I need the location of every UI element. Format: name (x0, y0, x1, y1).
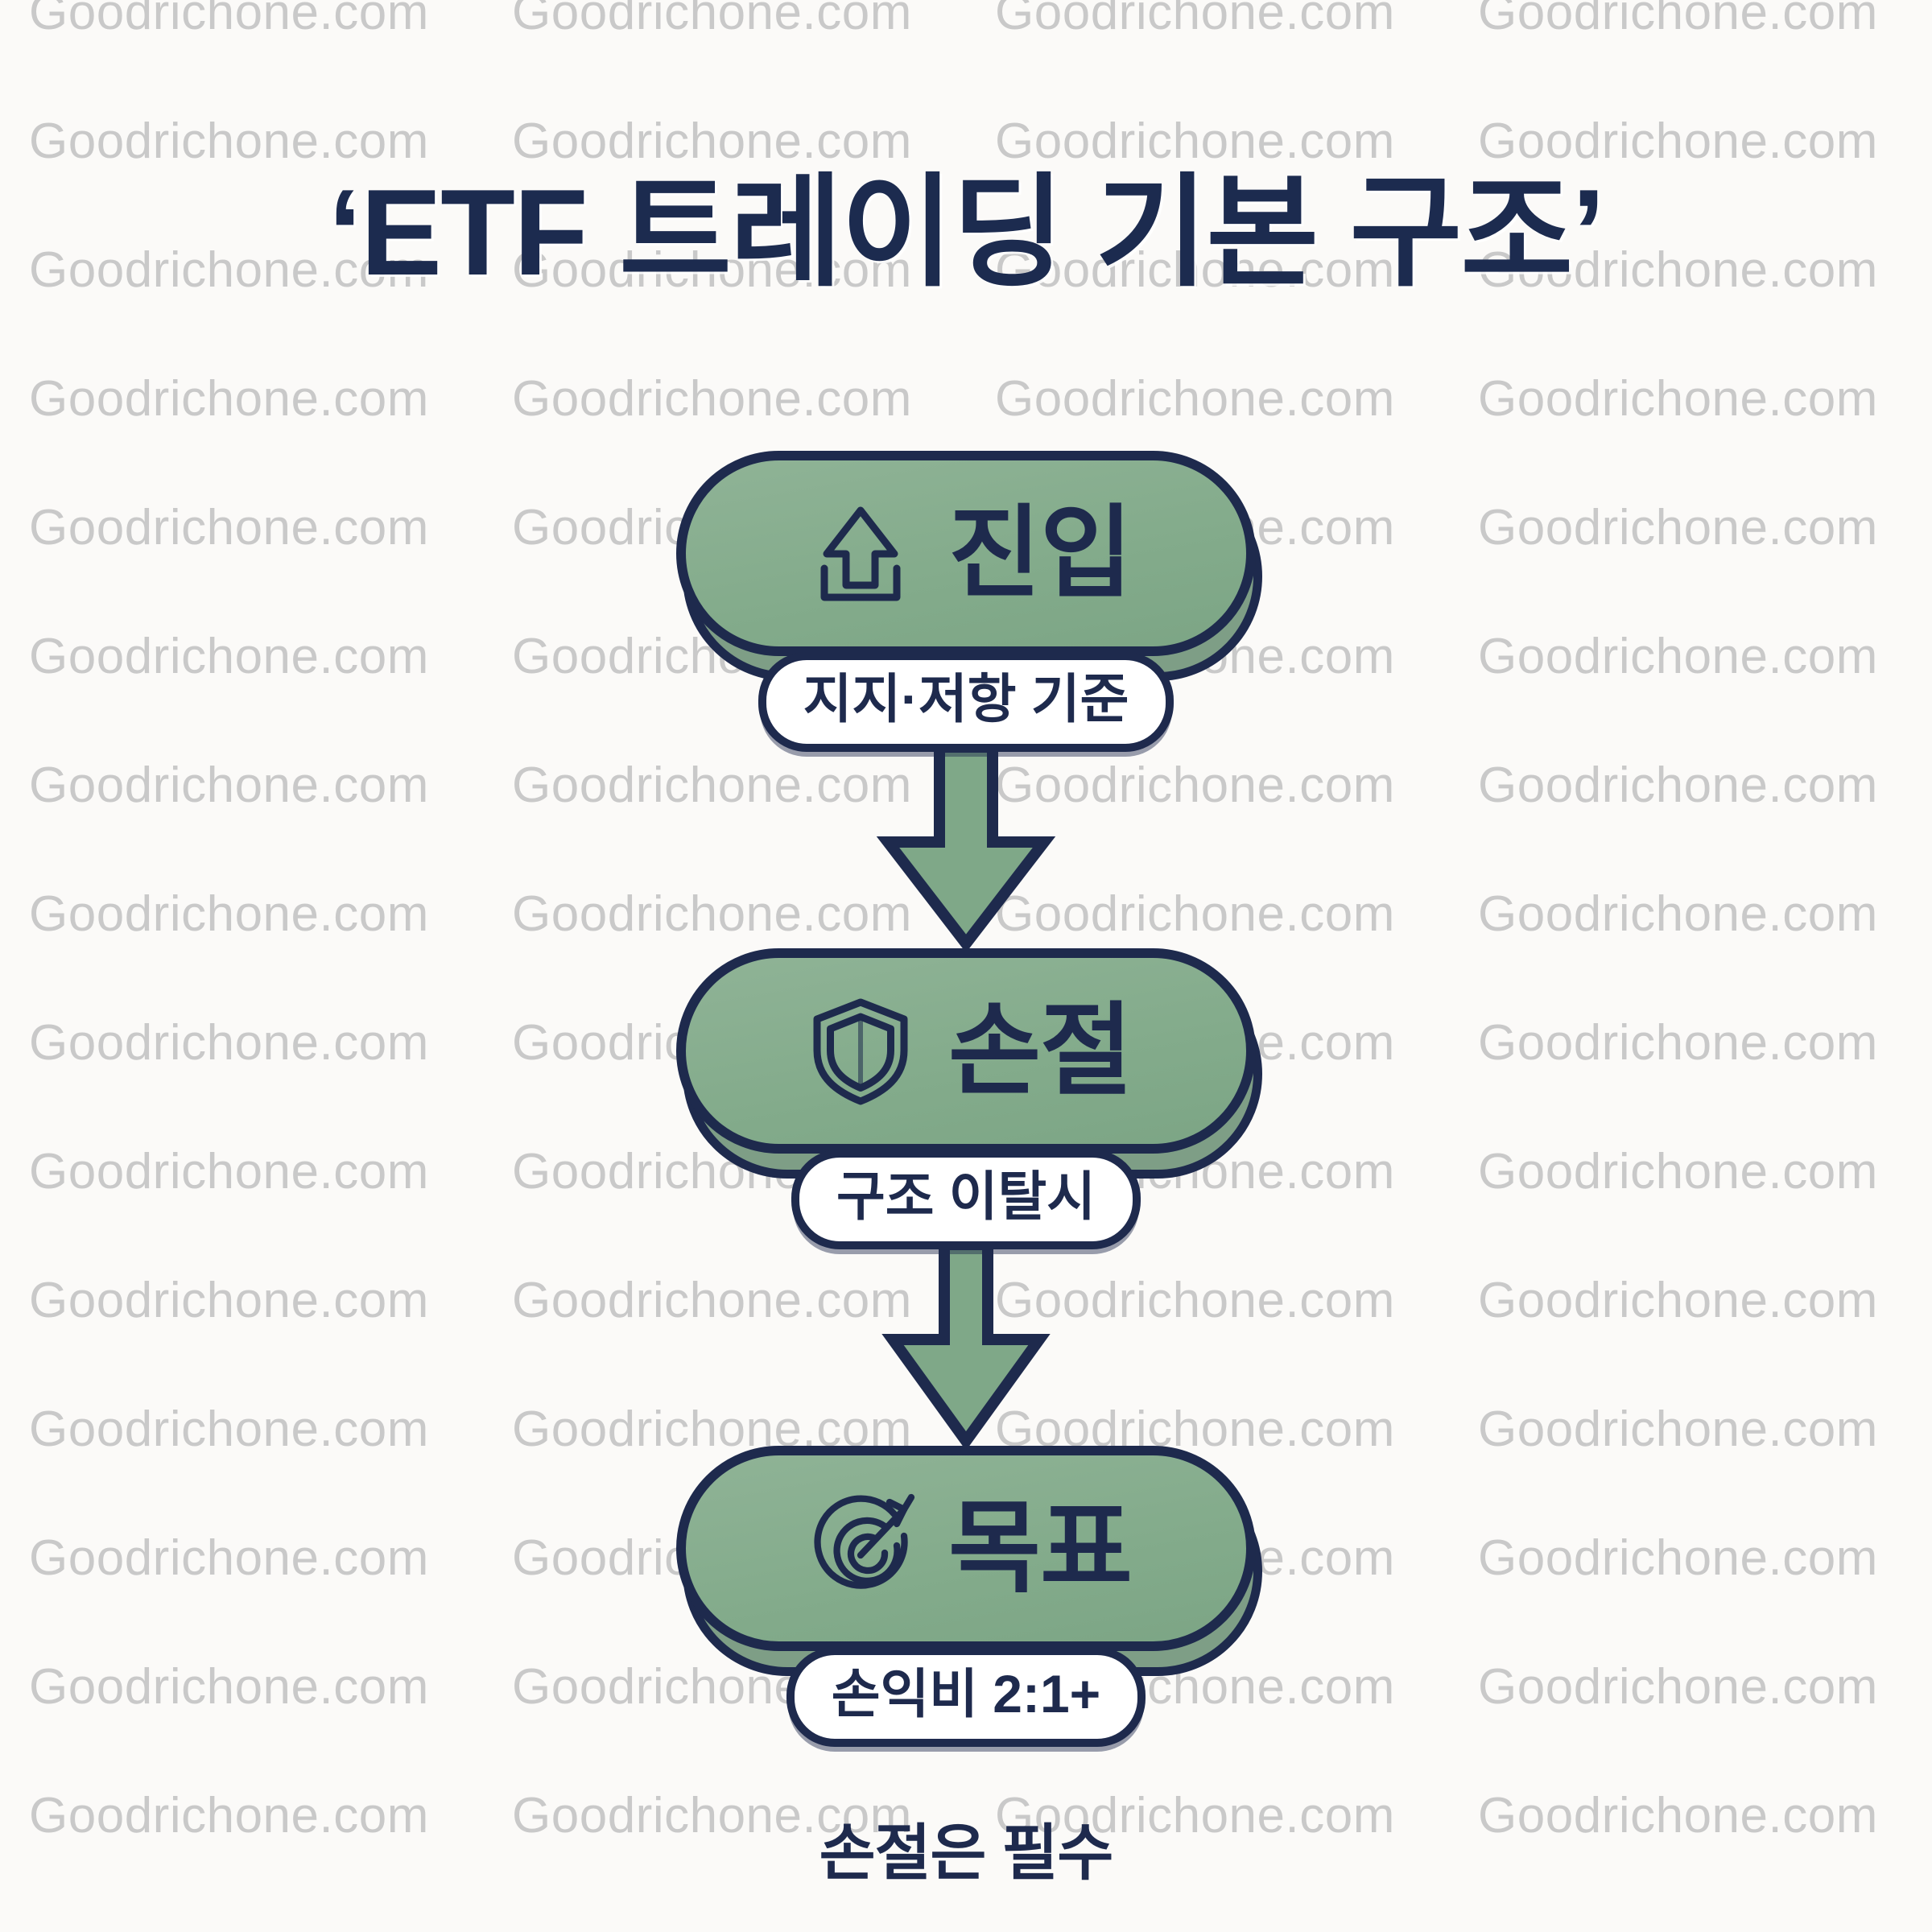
node-pill[interactable]: 진입 (676, 451, 1256, 656)
flow-node-label: 진입 (948, 497, 1133, 609)
shield-icon (800, 990, 921, 1111)
flow-step-3: 목표 손익비 2:1+ (0, 1445, 1932, 1747)
flow-arrow-2 (0, 1244, 1932, 1446)
flow-step-2: 손절 구조 이탈시 (0, 947, 1932, 1446)
flow-step-1: 진입 지지·저항 기준 (0, 451, 1932, 948)
flow-node-label: 목표 (948, 1492, 1133, 1604)
page-title: ‘ETF 트레이딩 기본 구조’ (328, 164, 1606, 301)
flow-node-entry[interactable]: 진입 (676, 451, 1262, 681)
connector-label-3: 손익비 2:1+ (786, 1646, 1146, 1747)
arrow-up-from-line-icon (800, 493, 921, 614)
flow-diagram: 진입 지지·저항 기준 (0, 451, 1932, 1747)
node-pill[interactable]: 목표 (676, 1445, 1256, 1651)
footer-note: 손절은 필수 (819, 1819, 1114, 1888)
target-arrow-icon (800, 1488, 921, 1608)
node-pill[interactable]: 손절 (676, 947, 1256, 1154)
flow-node-label: 손절 (948, 994, 1133, 1107)
flow-node-target[interactable]: 목표 (676, 1445, 1262, 1676)
flow-node-stoploss[interactable]: 손절 (676, 947, 1262, 1179)
connector-label-2: 구조 이탈시 (791, 1149, 1141, 1249)
flow-arrow-1 (0, 746, 1932, 948)
connector-label-1: 지지·저항 기준 (758, 652, 1174, 752)
